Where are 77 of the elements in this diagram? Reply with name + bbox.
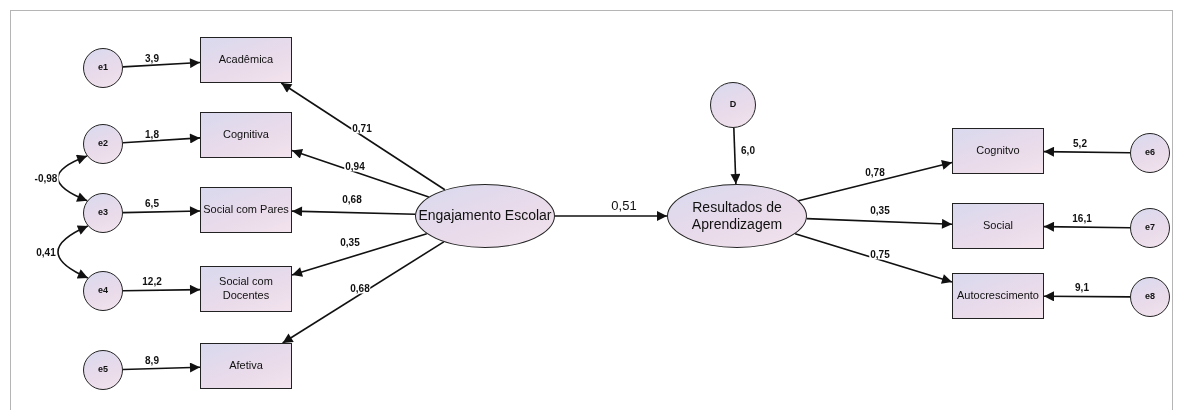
node-label: Resultados de Aprendizagem <box>690 198 784 234</box>
arrow <box>122 362 201 373</box>
edge-label: 1,8 <box>144 128 160 140</box>
node-label: Acadêmica <box>218 53 274 67</box>
edge-label: 0,35 <box>339 236 361 248</box>
error-term-circle <box>710 82 756 128</box>
observed-variable-box <box>200 266 292 312</box>
node-label: e1 <box>98 62 108 74</box>
node-label: e8 <box>1145 291 1155 303</box>
edge-label: 6,0 <box>740 144 756 156</box>
error-term-circle <box>83 350 123 390</box>
arrow <box>797 160 953 202</box>
observed-variable-box <box>952 203 1044 249</box>
edge-label: 12,2 <box>141 275 163 287</box>
edge-label: 5,2 <box>1072 137 1088 149</box>
node-label: e2 <box>98 138 108 150</box>
arrow <box>122 284 201 295</box>
edge-label: 0,41 <box>35 246 57 258</box>
double-headed-arrow <box>57 155 88 202</box>
node-label: D <box>729 99 737 111</box>
edge-label: 0,68 <box>341 193 363 205</box>
error-term-circle <box>1130 208 1170 248</box>
observed-variable-box <box>200 112 292 158</box>
edge-label: 0,78 <box>864 166 886 178</box>
node-label: Social com Docentes <box>218 275 274 303</box>
edge-label: -0,98 <box>33 172 59 184</box>
arrow <box>291 233 428 277</box>
node-label: Autocrescimento <box>957 289 1039 303</box>
node-label: e5 <box>98 364 108 376</box>
edge-label: 8,9 <box>144 354 160 366</box>
observed-variable-box <box>952 128 1044 174</box>
double-headed-arrow <box>57 225 89 279</box>
arrow <box>1043 221 1131 232</box>
node-label: Engajamento Escolar <box>418 207 552 225</box>
arrow <box>122 133 201 144</box>
arrow <box>280 82 446 191</box>
node-label: Afetiva <box>229 359 263 373</box>
arrow <box>291 149 430 198</box>
edge-label: 16,1 <box>1071 212 1093 224</box>
arrow <box>730 127 741 185</box>
observed-variable-box <box>200 187 292 233</box>
node-label: Cognitiva <box>223 128 269 142</box>
node-label: e4 <box>98 285 108 297</box>
edge-label: 0,71 <box>351 122 373 134</box>
arrow <box>281 241 445 344</box>
edge-label: 0,35 <box>869 204 891 216</box>
edge-label: 0,94 <box>344 160 366 172</box>
error-term-circle <box>83 193 123 233</box>
observed-variable-box <box>200 343 292 389</box>
node-label: Cognitvo <box>976 144 1020 158</box>
arrow <box>122 206 201 217</box>
error-term-circle <box>1130 133 1170 173</box>
edge-label: 0,51 <box>610 198 638 214</box>
node-label: e3 <box>98 207 108 219</box>
arrow <box>291 206 416 217</box>
error-term-circle <box>83 271 123 311</box>
error-term-circle <box>83 48 123 88</box>
node-label: e7 <box>1145 222 1155 234</box>
node-label: e6 <box>1145 147 1155 159</box>
node-label: Social <box>983 219 1013 233</box>
node-label: Social com Pares <box>203 203 289 217</box>
observed-variable-box <box>200 37 292 83</box>
edge-label: 9,1 <box>1074 281 1090 293</box>
edge-label: 6,5 <box>144 197 160 209</box>
arrow <box>1043 146 1131 157</box>
error-term-circle <box>1130 277 1170 317</box>
edge-label: 0,75 <box>869 248 891 260</box>
arrow <box>554 211 668 221</box>
arrow <box>1043 291 1131 302</box>
arrow <box>794 233 953 284</box>
latent-variable-ellipse <box>415 184 555 248</box>
edge-label: 0,68 <box>349 282 371 294</box>
error-term-circle <box>83 124 123 164</box>
arrow <box>122 58 201 69</box>
observed-variable-box <box>952 273 1044 319</box>
edge-label: 3,9 <box>144 52 160 64</box>
arrow <box>805 217 953 229</box>
